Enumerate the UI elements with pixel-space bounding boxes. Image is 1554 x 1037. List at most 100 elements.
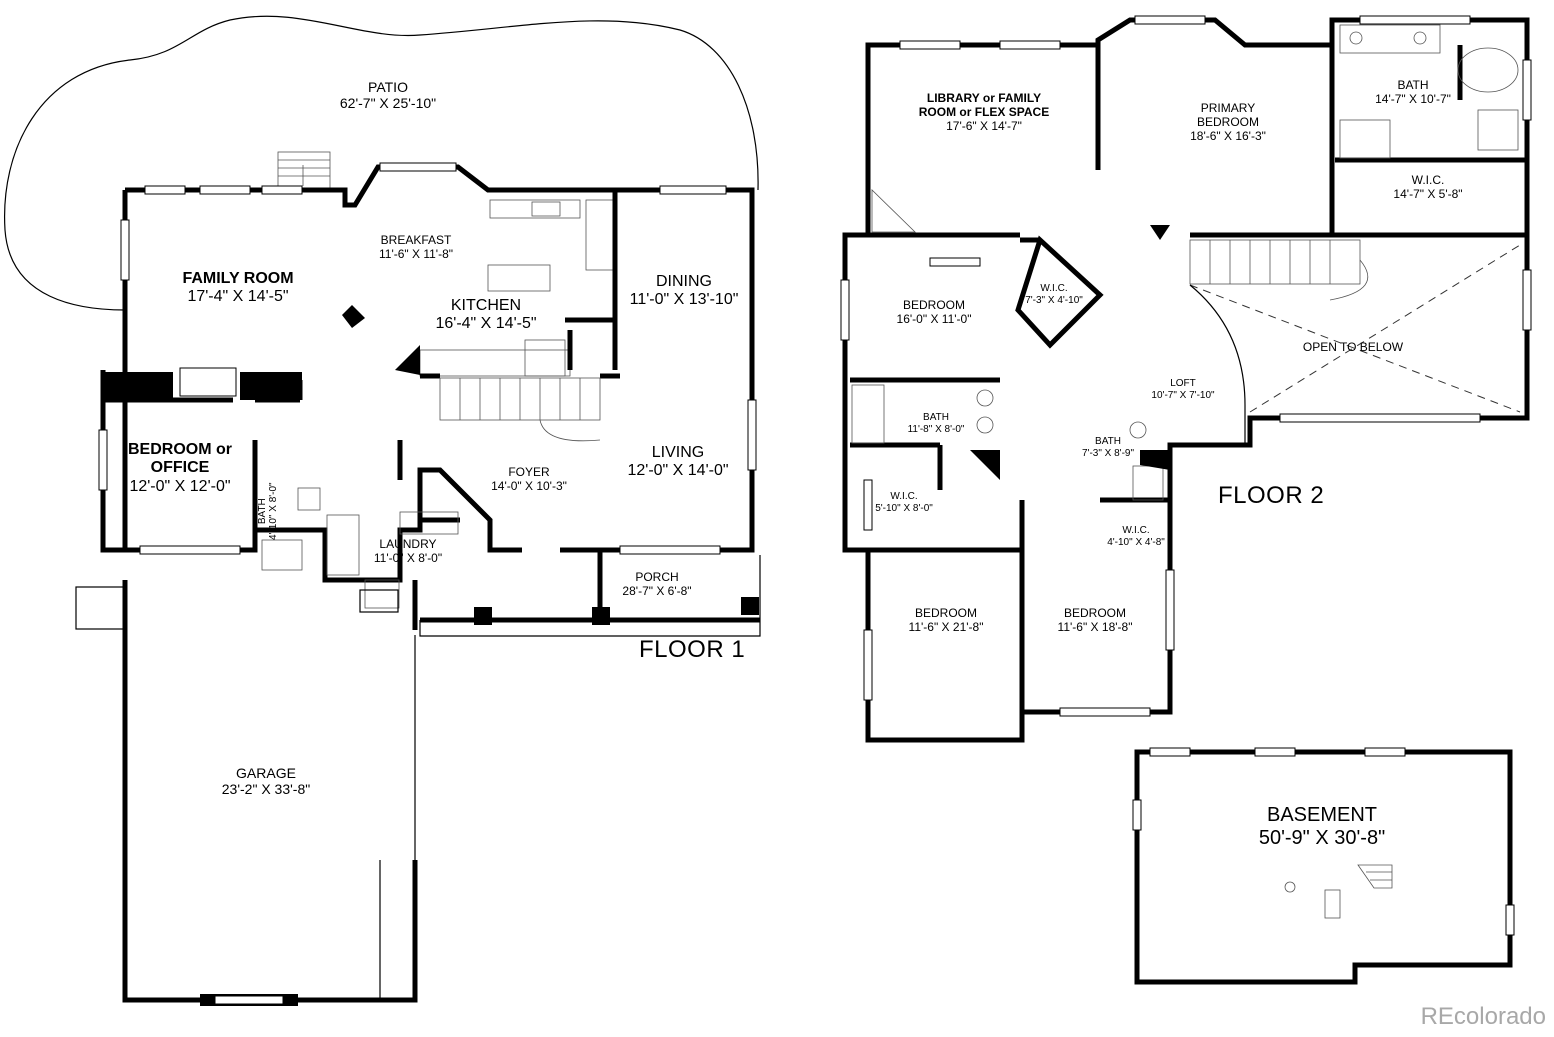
- room-dimensions: 17'-4" X 14'-5": [187, 288, 289, 306]
- floor-1-stairs: [439, 377, 601, 442]
- patio-label: PATIO 62'-7" X 25'-10": [340, 79, 436, 111]
- foyer-label: FOYER 14'-0" X 10'-3": [491, 465, 567, 494]
- room-name: BATH: [923, 412, 949, 423]
- watermark: REcolorado: [1420, 1003, 1546, 1030]
- room-dimensions: 62'-7" X 25'-10": [339, 95, 437, 112]
- primary-pillar: [1150, 225, 1170, 240]
- primary-wic-label: W.I.C. 14'-7" X 5'-8": [1393, 173, 1462, 202]
- garage-step: [359, 589, 399, 613]
- breakfast-label: BREAKFAST 11'-6" X 11'-8": [378, 233, 454, 262]
- bedroom-1-label: BEDROOM 16'-0" X 11'-0": [897, 298, 972, 327]
- family-room-pillar: [342, 305, 365, 328]
- room-dimensions: 14'-7" X 10'-7": [1375, 91, 1451, 106]
- room-name: PORCH: [635, 570, 679, 584]
- room-dimensions: 4'-10" X 8'-0": [268, 482, 279, 540]
- laundry-fixtures: [326, 511, 459, 609]
- laundry-label: LAUNDRY 11'-0" X 8'-0": [373, 537, 443, 566]
- room-dimensions: 11'-0" X 8'-0": [373, 550, 443, 565]
- room-name: DINING: [655, 273, 712, 290]
- room-name: PATIO: [368, 79, 408, 95]
- room-dimensions: 23'-2" X 33'-8": [221, 781, 311, 798]
- room-name: BEDROOM: [914, 606, 978, 620]
- garage-side-step: [75, 586, 125, 630]
- floor-2-bath-fixtures: [851, 24, 1519, 501]
- basement-windows: [1132, 747, 1515, 936]
- room-name: W.I.C.: [1411, 173, 1445, 187]
- room-name: OPEN TO BELOW: [1302, 340, 1404, 354]
- wic-3-label: W.I.C. 4'-10" X 4'-8": [1107, 525, 1165, 548]
- room-dimensions: 5'-10" X 8'-0": [875, 502, 933, 514]
- bath-2-label: BATH 7'-3" X 8'-9": [1082, 436, 1134, 459]
- floor-2-stairs: [1189, 239, 1369, 301]
- porch-column: [741, 597, 759, 615]
- room-dimensions: 7'-3" X 8'-9": [1081, 447, 1135, 459]
- room-name: FAMILY ROOM: [182, 270, 294, 287]
- basement-label: BASEMENT 50'-9" X 30'-8": [1259, 804, 1385, 850]
- room-dimensions: 16'-4" X 14'-5": [435, 315, 537, 333]
- floor-2-title: FLOOR 2: [1218, 482, 1325, 509]
- patio-steps: [277, 151, 331, 189]
- fireplace-hearth: [240, 372, 302, 400]
- room-name: BREAKFAST: [380, 233, 452, 247]
- floor-2-plan: [840, 15, 1532, 743]
- patio-outline: [3, 15, 759, 311]
- kitchen-fixtures: [419, 199, 615, 377]
- dining-label: DINING 11'-0" X 13'-10": [630, 273, 739, 310]
- room-name: GARAGE: [236, 765, 296, 781]
- basement-plan: [1132, 747, 1515, 985]
- room-name: LAUNDRY: [379, 537, 437, 551]
- hall-pillar: [970, 450, 1000, 480]
- floor-1-bath-label: BATH 4'-10" X 8'-0": [257, 482, 279, 540]
- fireplace: [103, 372, 173, 400]
- room-name: BATH: [1397, 78, 1429, 92]
- floor-1-interior-walls: [297, 190, 760, 623]
- hall-corner-block: [1140, 450, 1170, 470]
- floor-2-windows: [840, 15, 1532, 717]
- room-dimensions: 12'-0" X 14'-0": [627, 462, 729, 480]
- room-name: W.I.C.: [1122, 525, 1150, 536]
- porch-column: [592, 607, 610, 625]
- room-dimensions: 11'-6" X 18'-8": [1057, 619, 1133, 634]
- library-label: LIBRARY or FAMILY ROOM or FLEX SPACE 17'…: [914, 91, 1054, 133]
- fireplace-box: [179, 367, 237, 397]
- room-dimensions: 11'-6" X 11'-8": [378, 246, 454, 261]
- wic-1-label: W.I.C. 7'-3" X 4'-10": [1025, 283, 1083, 306]
- room-name: BATH: [1095, 436, 1121, 447]
- porch-column: [474, 607, 492, 625]
- hall-bath-label: BATH 11'-8" X 8'-0": [908, 412, 965, 435]
- bedroom-2-label: BEDROOM 11'-6" X 21'-8": [908, 606, 984, 635]
- room-name: FOYER: [508, 465, 550, 479]
- floor-1-windows: [98, 162, 757, 555]
- room-dimensions: 17'-6" X 14'-7": [946, 118, 1022, 133]
- room-name: LIVING: [651, 444, 705, 461]
- library-fireplace: [871, 189, 916, 233]
- floor-1-title: FLOOR 1: [639, 636, 746, 663]
- living-label: LIVING 12'-0" X 14'-0": [627, 444, 728, 481]
- basement-utility: [1324, 889, 1341, 919]
- basement-stairs: [1357, 864, 1393, 889]
- room-dimensions: 18'-6" X 16'-3": [1190, 128, 1266, 143]
- room-dimensions: 10'-7" X 7'-10": [1151, 389, 1215, 401]
- room-name: W.I.C.: [1040, 283, 1068, 294]
- porch-outline: [419, 555, 761, 637]
- room-dimensions: 11'-6" X 21'-8": [908, 619, 984, 634]
- room-name: BATH: [257, 498, 268, 525]
- open-to-below-lines: [1189, 244, 1521, 413]
- room-name: PRIMARY BEDROOM: [1196, 101, 1259, 129]
- basement-column: [1284, 881, 1296, 893]
- garage-label: GARAGE 23'-2" X 33'-8": [222, 765, 310, 797]
- porch-label: PORCH 28'-7" X 6'-8": [622, 570, 691, 599]
- room-dimensions: 11'-0" X 13'-10": [629, 291, 739, 309]
- room-name: BEDROOM or OFFICE: [128, 441, 232, 477]
- room-name: LIBRARY or FAMILY ROOM or FLEX SPACE: [918, 91, 1050, 119]
- kitchen-corner-pantry: [395, 345, 420, 375]
- bedroom-office-label: BEDROOM or OFFICE 12'-0" X 12'-0": [125, 441, 235, 496]
- bedroom-3-label: BEDROOM 11'-6" X 18'-8": [1057, 606, 1133, 635]
- open-to-below-label: OPEN TO BELOW: [1302, 340, 1404, 355]
- loft-label: LOFT 10'-7" X 7'-10": [1151, 378, 1214, 401]
- room-name: BEDROOM: [902, 298, 966, 312]
- room-dimensions: 12'-0" X 12'-0": [129, 477, 231, 495]
- room-dimensions: 4'-10" X 4'-8": [1107, 536, 1165, 548]
- kitchen-label: KITCHEN 16'-4" X 14'-5": [435, 297, 536, 334]
